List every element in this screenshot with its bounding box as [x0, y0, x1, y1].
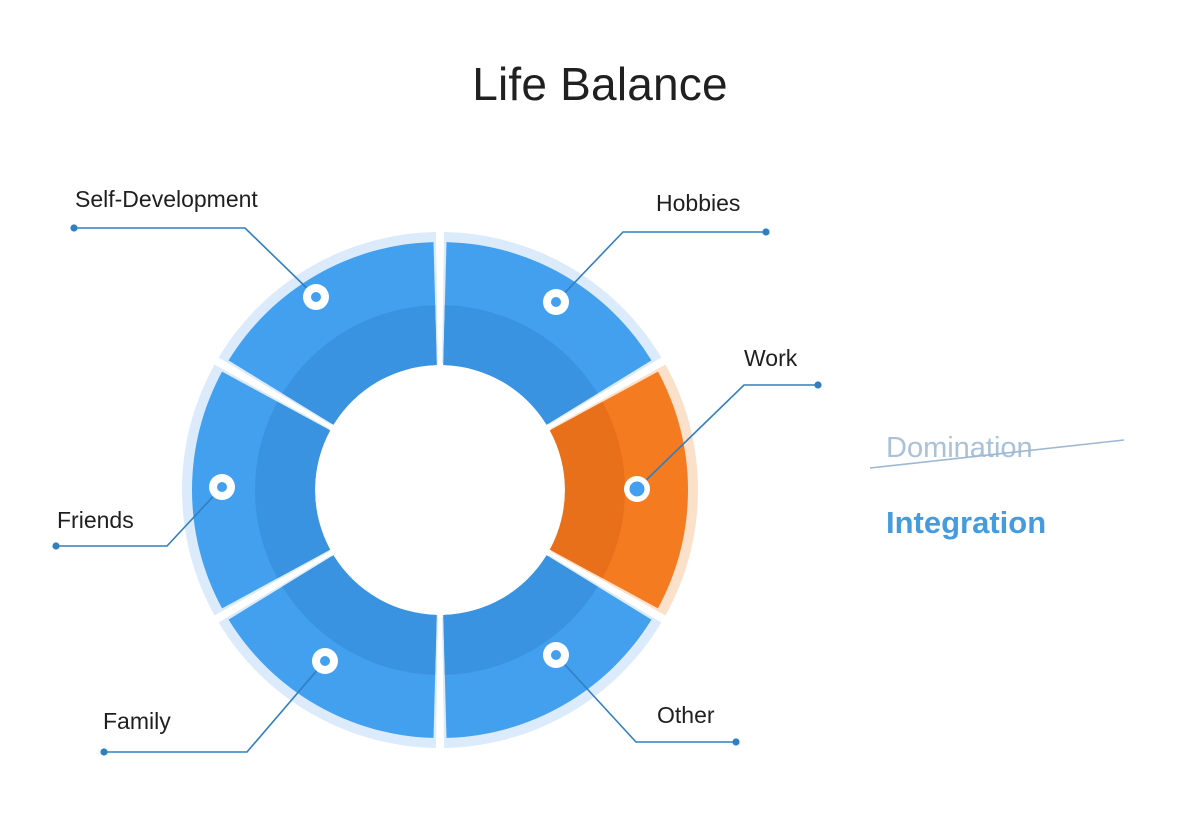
slice-inner-hobbies	[443, 305, 598, 425]
slice-label-other: Other	[657, 702, 715, 728]
slice-self-development[interactable]	[228, 242, 437, 425]
leader-line-work	[636, 384, 818, 490]
leader-endpoint-work	[814, 381, 822, 389]
slice-marker-work[interactable]	[624, 476, 650, 502]
slice-inner-friends	[255, 401, 331, 579]
slice-label-self-development: Self-Development	[75, 186, 258, 212]
slice-marker-self-development[interactable]	[303, 284, 329, 310]
slice-marker-other[interactable]	[543, 642, 569, 668]
slice-marker-hobbies[interactable]	[543, 289, 569, 315]
slice-inner-family	[282, 555, 437, 675]
slice-marker-friends[interactable]	[209, 474, 235, 500]
leader-endpoint-other	[732, 738, 740, 746]
slice-label-friends: Friends	[57, 507, 134, 533]
slice-label-hobbies: Hobbies	[656, 190, 741, 216]
note-domination: Domination	[886, 432, 1033, 464]
leader-line-family	[104, 660, 326, 753]
slice-inner-self-development	[282, 305, 437, 425]
slice-inner-work	[549, 401, 626, 579]
leader-endpoint-self-development	[70, 224, 78, 232]
callout-leader-lines	[52, 224, 822, 756]
slice-family[interactable]	[228, 555, 437, 738]
callout-markers[interactable]	[209, 284, 650, 674]
leader-line-hobbies	[555, 231, 766, 303]
leader-endpoint-family	[100, 748, 108, 756]
slice-hobbies[interactable]	[443, 242, 652, 425]
slice-inner-other	[443, 555, 598, 675]
slice-label-work: Work	[744, 345, 798, 371]
leader-endpoint-friends	[52, 542, 60, 550]
leader-line-friends	[56, 486, 223, 547]
donut-inner-band-layer	[255, 305, 626, 675]
leader-line-self-development	[74, 227, 317, 298]
page-title: Life Balance	[472, 58, 728, 110]
leader-line-other	[555, 654, 736, 743]
slice-label-family: Family	[103, 708, 171, 734]
slice-marker-family[interactable]	[312, 648, 338, 674]
leader-endpoint-hobbies	[762, 228, 770, 236]
note-integration: Integration	[886, 505, 1047, 540]
